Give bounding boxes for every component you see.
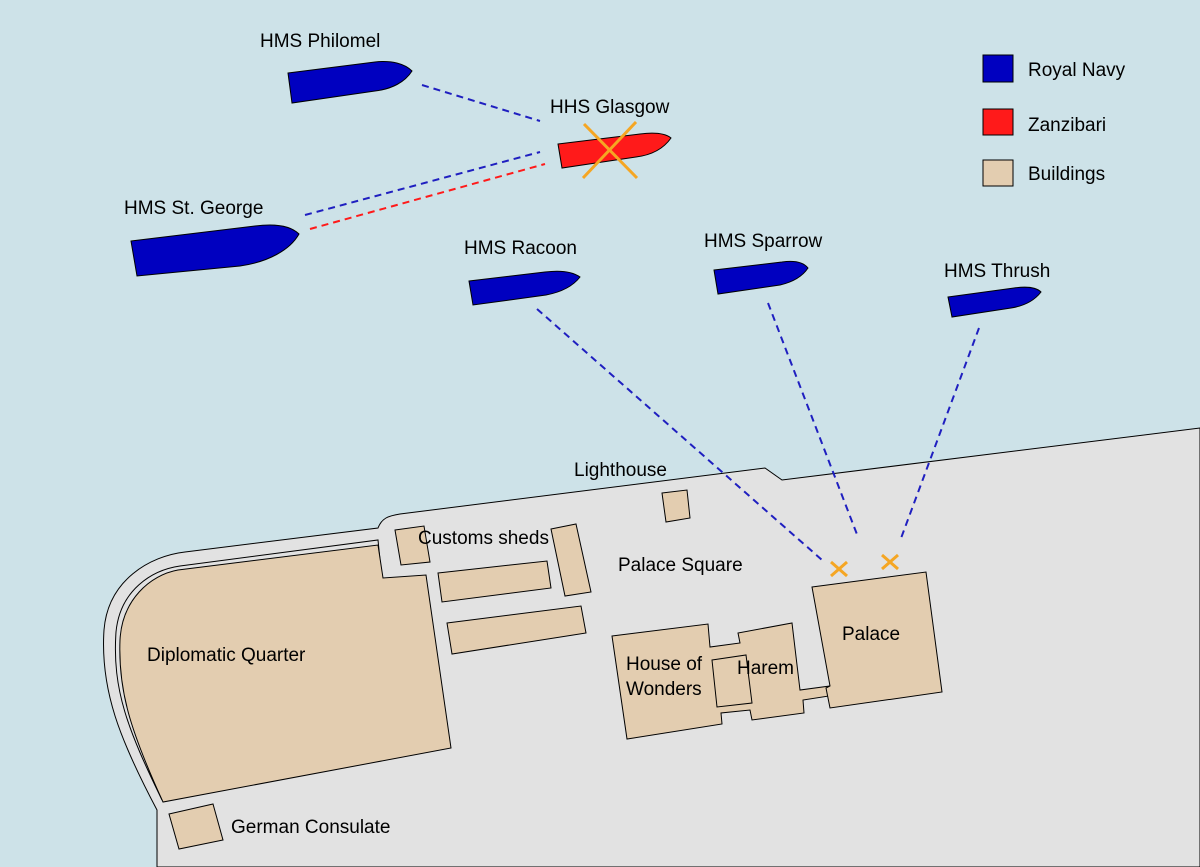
palace-hit-cross-icon-2 (881, 553, 899, 571)
ship-thrush (947, 286, 1042, 318)
hit-markers (581, 120, 899, 578)
fire-line-racoon-palace (536, 308, 823, 561)
legend-swatch-buildings (982, 159, 1014, 187)
buildings (119, 489, 943, 850)
label-house-of-wonders-2: Wonders (626, 679, 702, 700)
ship-sparrow (713, 260, 809, 295)
ship-st-george (130, 224, 300, 277)
label-thrush: HMS Thrush (944, 261, 1050, 282)
fire-line-sparrow-palace (767, 302, 859, 538)
label-german-consulate: German Consulate (231, 817, 390, 838)
fire-line-philomel-glasgow (421, 84, 541, 122)
ship-philomel (287, 61, 413, 104)
fire-line-glasgow-stgeorge (309, 163, 546, 230)
legend-label-royal-navy: Royal Navy (1028, 60, 1126, 81)
label-glasgow: HHS Glasgow (550, 97, 670, 118)
palace-hit-cross-icon-1 (830, 560, 848, 578)
label-diplomatic-quarter: Diplomatic Quarter (147, 645, 306, 666)
ship-glasgow (557, 132, 672, 169)
legend-label-buildings: Buildings (1028, 164, 1105, 185)
label-customs-sheds: Customs sheds (418, 528, 549, 549)
label-racoon: HMS Racoon (464, 238, 577, 259)
fire-lines (304, 84, 980, 561)
label-house-of-wonders-1: House of (626, 654, 703, 675)
label-sparrow: HMS Sparrow (704, 231, 823, 252)
fire-line-stgeorge-glasgow (304, 151, 541, 216)
legend-swatch-royal-navy (982, 54, 1014, 83)
legend-swatch-zanzibari (982, 108, 1014, 136)
label-harem: Harem (737, 658, 794, 679)
customs-small-building (394, 525, 431, 566)
customs-shed-1 (437, 560, 552, 603)
diplomatic-quarter-building (119, 544, 452, 803)
fire-line-thrush-palace (899, 327, 980, 542)
ships (130, 61, 1042, 318)
customs-shed-3 (550, 523, 592, 597)
ship-racoon (468, 270, 581, 306)
lighthouse-building (661, 489, 691, 523)
ship-labels: HMS Philomel HHS Glasgow HMS St. George … (124, 31, 1050, 282)
palace-building (811, 571, 943, 709)
label-philomel: HMS Philomel (260, 31, 380, 52)
customs-shed-2 (446, 605, 587, 655)
legend-label-zanzibari: Zanzibari (1028, 115, 1106, 136)
label-st-george: HMS St. George (124, 198, 263, 219)
label-palace-square: Palace Square (618, 555, 743, 576)
building-labels: Lighthouse Customs sheds Palace Square D… (147, 460, 900, 838)
glasgow-sunk-cross-icon (581, 120, 639, 180)
label-palace: Palace (842, 624, 900, 645)
label-lighthouse: Lighthouse (574, 460, 667, 481)
legend: Royal Navy Zanzibari Buildings (982, 54, 1126, 187)
german-consulate-building (168, 803, 224, 850)
